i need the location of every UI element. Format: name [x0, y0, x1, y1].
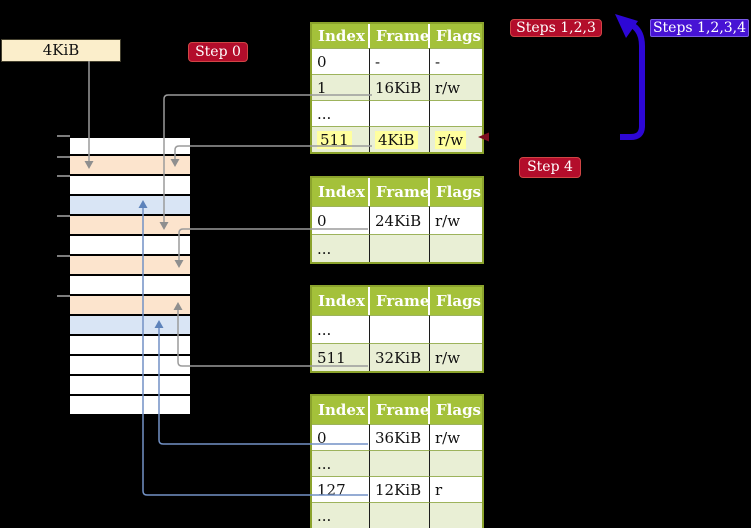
table-cell: 0: [312, 424, 370, 450]
table-cell: 127: [312, 476, 370, 502]
column-header: Flags: [430, 396, 482, 424]
table-cell: [370, 502, 430, 528]
page-table-level-3: Index Frame Flags ... 511 32KiB r/w: [310, 285, 484, 373]
memory-frame-24kib: [70, 256, 190, 276]
table-cell: -: [370, 48, 430, 74]
big-blue-loop-arrow: [615, 14, 645, 140]
table-cell: 16KiB: [370, 74, 430, 100]
table-cell: 511: [312, 343, 370, 371]
table-cell: r/w: [430, 126, 482, 152]
address-tick: [57, 255, 70, 257]
table-cell: 36KiB: [370, 424, 430, 450]
column-header: Index: [312, 287, 370, 315]
table-cell: -: [430, 48, 482, 74]
column-header: Frame: [370, 287, 430, 315]
column-header: Index: [312, 178, 370, 206]
memory-frame-12kib: [70, 196, 190, 216]
page-size-label: 4KiB: [1, 39, 121, 62]
memory-frame: [70, 276, 190, 296]
highlighted-value: 4KiB: [375, 130, 418, 149]
table-cell: [430, 502, 482, 528]
table-cell: ...: [312, 234, 370, 262]
memory-frame: [70, 336, 190, 356]
table-cell: [430, 450, 482, 476]
memory-frame: [70, 356, 190, 376]
column-header: Index: [312, 24, 370, 48]
table-cell: r/w: [430, 74, 482, 100]
table-cell: r: [430, 476, 482, 502]
table-cell: 511: [312, 126, 370, 152]
memory-frame: [70, 136, 190, 156]
table-cell: 32KiB: [370, 343, 430, 371]
physical-memory-stack: [70, 136, 190, 416]
table-cell: 0: [312, 48, 370, 74]
address-tick: [57, 156, 70, 158]
memory-frame: [70, 396, 190, 416]
steps-123-badge: Steps 1,2,3: [510, 19, 602, 37]
table-cell: r/w: [430, 343, 482, 371]
column-header: Frame: [370, 178, 430, 206]
table-cell: 0: [312, 206, 370, 234]
table-cell: ...: [312, 450, 370, 476]
table-cell: 1: [312, 74, 370, 100]
address-tick: [57, 295, 70, 297]
highlighted-value: 511: [317, 130, 352, 149]
steps-1234-badge: Steps 1,2,3,4: [650, 19, 749, 37]
table-cell: [370, 100, 430, 126]
table-cell: [370, 234, 430, 262]
table-cell: 4KiB: [370, 126, 430, 152]
memory-frame-32kib: [70, 296, 190, 316]
column-header: Index: [312, 396, 370, 424]
table-cell: ...: [312, 315, 370, 343]
memory-frame-36kib: [70, 316, 190, 336]
table-cell: [430, 234, 482, 262]
column-header: Flags: [430, 287, 482, 315]
step-0-badge: Step 0: [188, 42, 248, 62]
table-cell: ...: [312, 100, 370, 126]
table-cell: 24KiB: [370, 206, 430, 234]
table-cell: r/w: [430, 206, 482, 234]
memory-frame-4kib: [70, 156, 190, 176]
step-4-badge: Step 4: [519, 157, 581, 178]
memory-frame: [70, 376, 190, 396]
memory-frame-16kib: [70, 216, 190, 236]
table-cell: [430, 100, 482, 126]
column-header: Flags: [430, 24, 482, 48]
address-tick: [57, 175, 70, 177]
highlighted-value: r/w: [435, 130, 467, 149]
table-cell: [430, 315, 482, 343]
table-cell: 12KiB: [370, 476, 430, 502]
table-cell: [370, 315, 430, 343]
memory-frame: [70, 176, 190, 196]
table-cell: ...: [312, 502, 370, 528]
column-header: Frame: [370, 396, 430, 424]
memory-frame: [70, 236, 190, 256]
address-tick: [57, 215, 70, 217]
column-header: Flags: [430, 178, 482, 206]
page-table-level-1: Index Frame Flags 0 - - 1 16KiB r/w ... …: [310, 22, 484, 154]
page-table-level-4: Index Frame Flags 0 36KiB r/w ... 127 12…: [310, 394, 484, 528]
address-tick: [57, 135, 70, 137]
column-header: Frame: [370, 24, 430, 48]
table-cell: [370, 450, 430, 476]
page-table-level-2: Index Frame Flags 0 24KiB r/w ...: [310, 176, 484, 264]
table-cell: r/w: [430, 424, 482, 450]
